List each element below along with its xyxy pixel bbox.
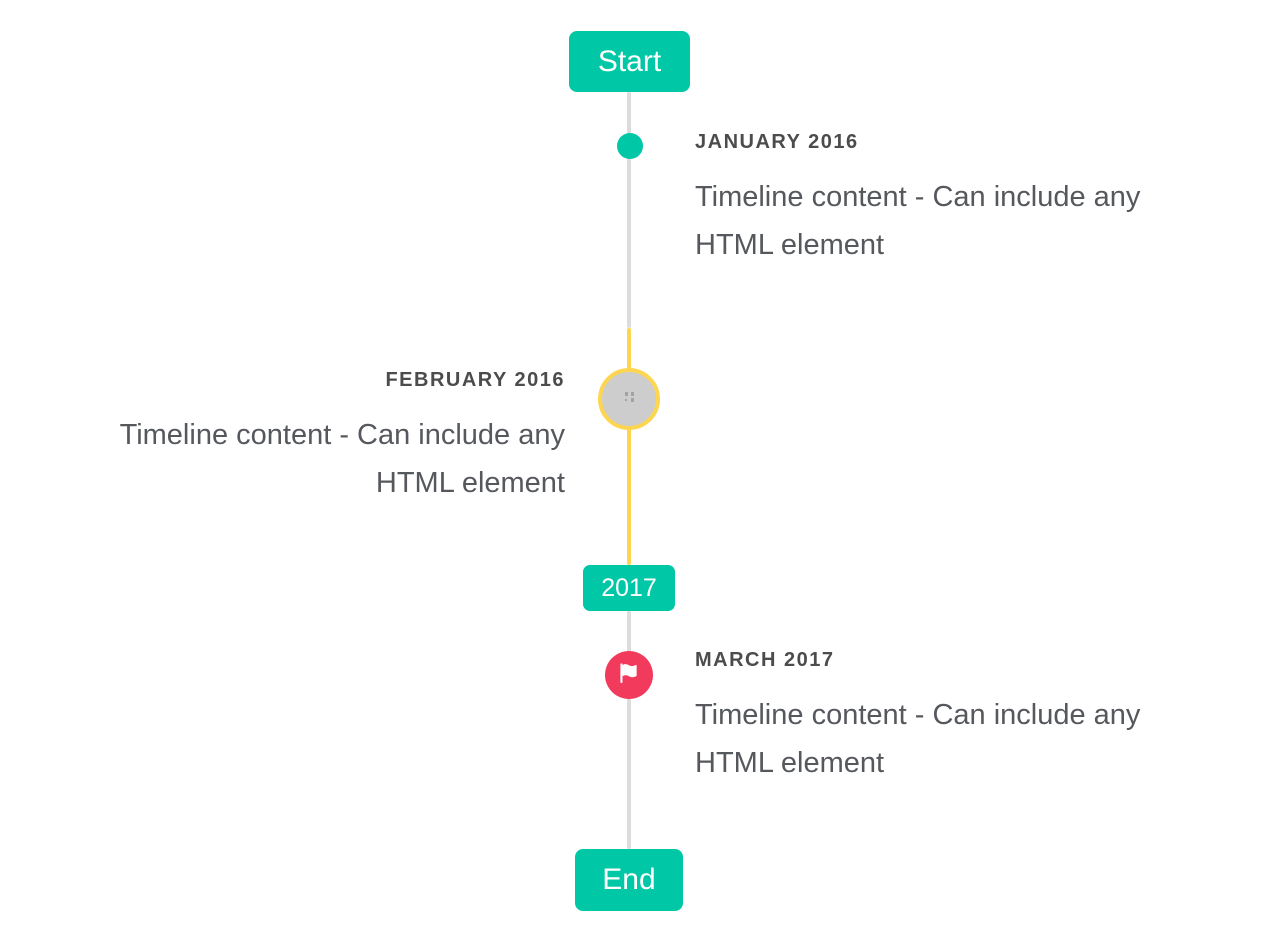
- start-button-label: Start: [597, 44, 662, 78]
- timeline-line-top: [627, 92, 631, 328]
- timeline-entry-march-2017: MARCH 2017 Timeline content - Can includ…: [695, 649, 1220, 787]
- timeline-entry-january-2016: JANUARY 2016 Timeline content - Can incl…: [695, 131, 1220, 269]
- timeline-line-bottom: [627, 611, 631, 849]
- flag-icon: [618, 662, 640, 689]
- end-button-label: End: [602, 863, 656, 896]
- broken-image-icon: [620, 389, 638, 410]
- end-button[interactable]: End: [575, 849, 683, 911]
- entry-content: Timeline content - Can include any HTML …: [695, 181, 1141, 261]
- entry-content: Timeline content - Can include any HTML …: [695, 699, 1141, 779]
- entry-date-label: JANUARY 2016: [695, 131, 859, 153]
- year-badge-2017[interactable]: 2017: [583, 565, 675, 611]
- entry-content: Timeline content - Can include any HTML …: [119, 419, 565, 499]
- entry-date-label: MARCH 2017: [695, 649, 835, 671]
- timeline-line-highlight: [627, 328, 631, 565]
- entry-date-label: FEBRUARY 2016: [385, 369, 565, 391]
- year-badge-label: 2017: [601, 573, 657, 602]
- start-button[interactable]: Start: [569, 31, 690, 92]
- timeline-node-february-image[interactable]: [598, 368, 660, 430]
- timeline-node-march-flag[interactable]: [605, 651, 653, 699]
- timeline-entry-february-2016: FEBRUARY 2016 Timeline content - Can inc…: [40, 369, 565, 507]
- timeline-node-january-dot[interactable]: [617, 133, 643, 159]
